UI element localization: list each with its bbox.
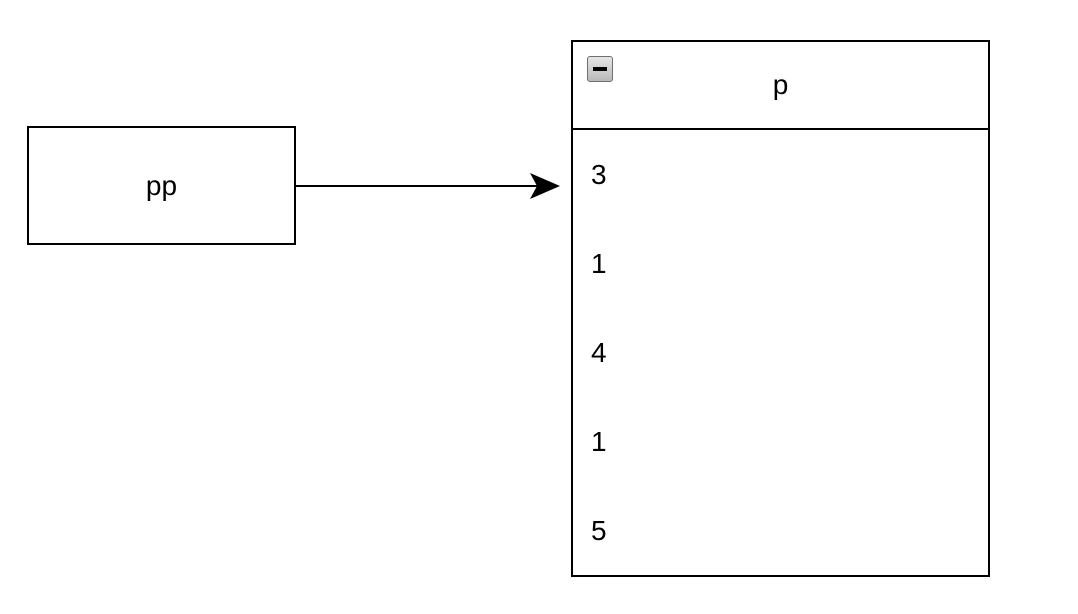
arrowhead-icon bbox=[530, 173, 560, 199]
collapse-icon[interactable] bbox=[587, 56, 613, 82]
list-item-value: 3 bbox=[591, 158, 607, 190]
list-item-value: 5 bbox=[591, 514, 607, 546]
p-list-items: 3 1 4 1 5 bbox=[573, 130, 988, 575]
minus-icon bbox=[593, 67, 607, 71]
list-item-value: 4 bbox=[591, 336, 607, 368]
list-item[interactable]: 1 bbox=[573, 219, 988, 308]
p-list-title: p bbox=[772, 69, 789, 100]
list-item[interactable]: 4 bbox=[573, 308, 988, 397]
list-item[interactable]: 1 bbox=[573, 397, 988, 486]
list-item[interactable]: 5 bbox=[573, 486, 988, 575]
list-item-value: 1 bbox=[591, 247, 607, 279]
list-item[interactable]: 3 bbox=[573, 130, 988, 219]
pp-node-label: pp bbox=[145, 169, 178, 201]
p-list-header: p bbox=[573, 42, 988, 130]
pp-node[interactable]: pp bbox=[27, 126, 296, 245]
list-item-value: 1 bbox=[591, 425, 607, 457]
p-list-node[interactable]: p 3 1 4 1 5 bbox=[571, 40, 990, 577]
